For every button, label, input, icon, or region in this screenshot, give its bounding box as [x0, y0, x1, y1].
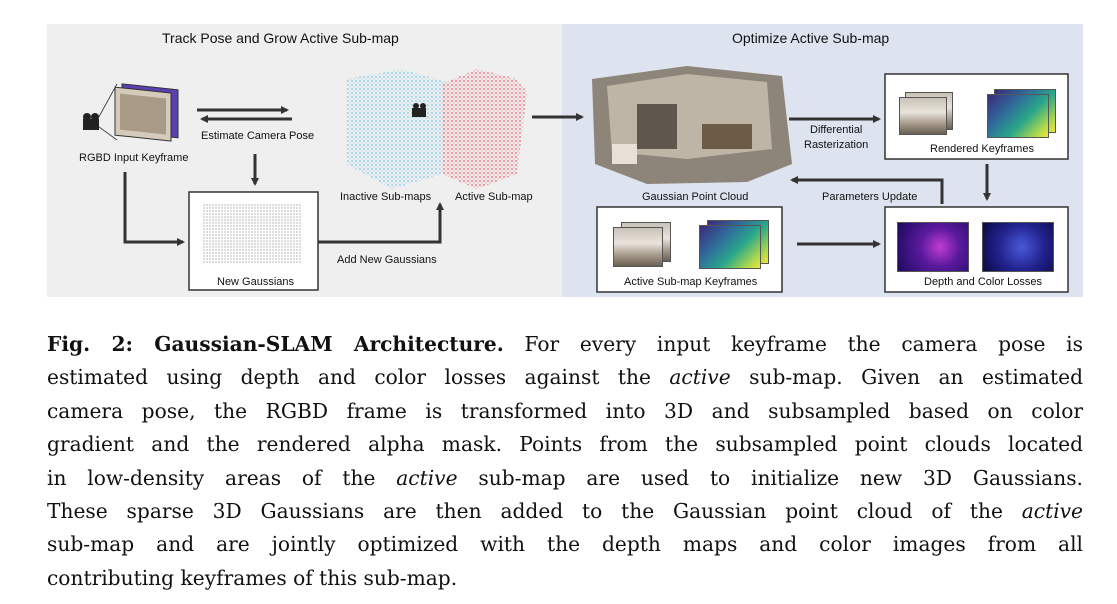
rendered-keyframes-label: Rendered Keyframes — [930, 143, 1034, 155]
parameters-update-label: Parameters Update — [822, 191, 918, 203]
rasterization-label: Rasterization — [804, 139, 869, 151]
gaussian-point-cloud-label: Gaussian Point Cloud — [642, 191, 749, 203]
add-gaussians-arrow — [318, 202, 444, 244]
caption-line-6: These sparse 3D Gaussians are then added… — [47, 495, 1083, 528]
camera-icon — [83, 113, 99, 130]
caption-emph-3: active — [1021, 499, 1083, 524]
caption-line-3: camera pose, the RGBD frame is transform… — [47, 398, 1083, 423]
figure-graphics — [83, 66, 1069, 293]
gaussian-point-cloud-render — [592, 66, 792, 184]
inactive-submaps-label: Inactive Sub-maps — [340, 191, 432, 203]
caption-line-5: in low-density areas of the active sub-m… — [47, 462, 1083, 495]
caption-text-6: These sparse 3D Gaussians are then added… — [47, 499, 1022, 524]
estimate-pose-label: Estimate Camera Pose — [201, 130, 315, 142]
active-submap-cloud — [442, 69, 527, 189]
left-panel-header: Track Pose and Grow Active Sub-map — [162, 30, 399, 46]
rgbd-keyframe-icon — [94, 83, 179, 142]
caption-text-2b: sub-map. Given an estimated — [730, 365, 1083, 390]
keyframe-color-thumb — [613, 227, 663, 267]
submap-camera-icon — [412, 103, 426, 117]
new-gaussians-label: New Gaussians — [217, 276, 295, 288]
caption-text-5b: sub-map are used to initialize new 3D Ga… — [457, 465, 1083, 490]
input-to-gaussians-arrow — [123, 172, 185, 246]
figure-caption: Fig. 2: Gaussian-SLAM Architecture. For … — [47, 328, 1083, 595]
new-gaussians-points — [202, 204, 302, 264]
color-loss-thumb — [982, 222, 1054, 272]
rgbd-input-label: RGBD Input Keyframe — [79, 152, 189, 164]
keyframe-depth-thumb — [699, 225, 761, 269]
active-submap-label: Active Sub-map — [455, 191, 533, 203]
depth-loss-thumb — [897, 222, 969, 272]
caption-line-4: gradient and the rendered alpha mask. Po… — [47, 432, 1083, 457]
active-keyframes-label: Active Sub-map Keyframes — [624, 276, 758, 288]
pose-cycle-icon — [197, 106, 292, 123]
rendered-color-thumb — [899, 97, 947, 135]
caption-line-1: Fig. 2: Gaussian-SLAM Architecture. For … — [47, 328, 1083, 361]
caption-text-1: For every input keyframe the camera pose… — [503, 332, 1084, 356]
inactive-submap-cloud — [347, 69, 447, 189]
architecture-figure: Track Pose and Grow Active Sub-map Optim… — [47, 24, 1083, 297]
caption-text-5a: in low-density areas of the — [47, 465, 397, 490]
depth-color-losses-label: Depth and Color Losses — [924, 276, 1043, 288]
rendered-depth-thumb — [987, 94, 1049, 138]
caption-text-2a: estimated using depth and color losses a… — [47, 365, 670, 390]
add-new-gaussians-label: Add New Gaussians — [337, 254, 437, 266]
caption-emph-1: active — [669, 365, 731, 390]
differential-label: Differential — [810, 124, 863, 136]
caption-lead: Fig. 2: Gaussian-SLAM Architecture. — [47, 332, 504, 356]
right-panel-header: Optimize Active Sub-map — [732, 30, 890, 46]
caption-line-7: sub-map and are jointly optimized with t… — [47, 532, 1083, 557]
caption-emph-2: active — [396, 465, 458, 490]
caption-line-8: contributing keyframes of this sub-map. — [47, 565, 458, 590]
caption-line-2: estimated using depth and color losses a… — [47, 361, 1083, 394]
parameters-update-arrow — [790, 176, 944, 204]
